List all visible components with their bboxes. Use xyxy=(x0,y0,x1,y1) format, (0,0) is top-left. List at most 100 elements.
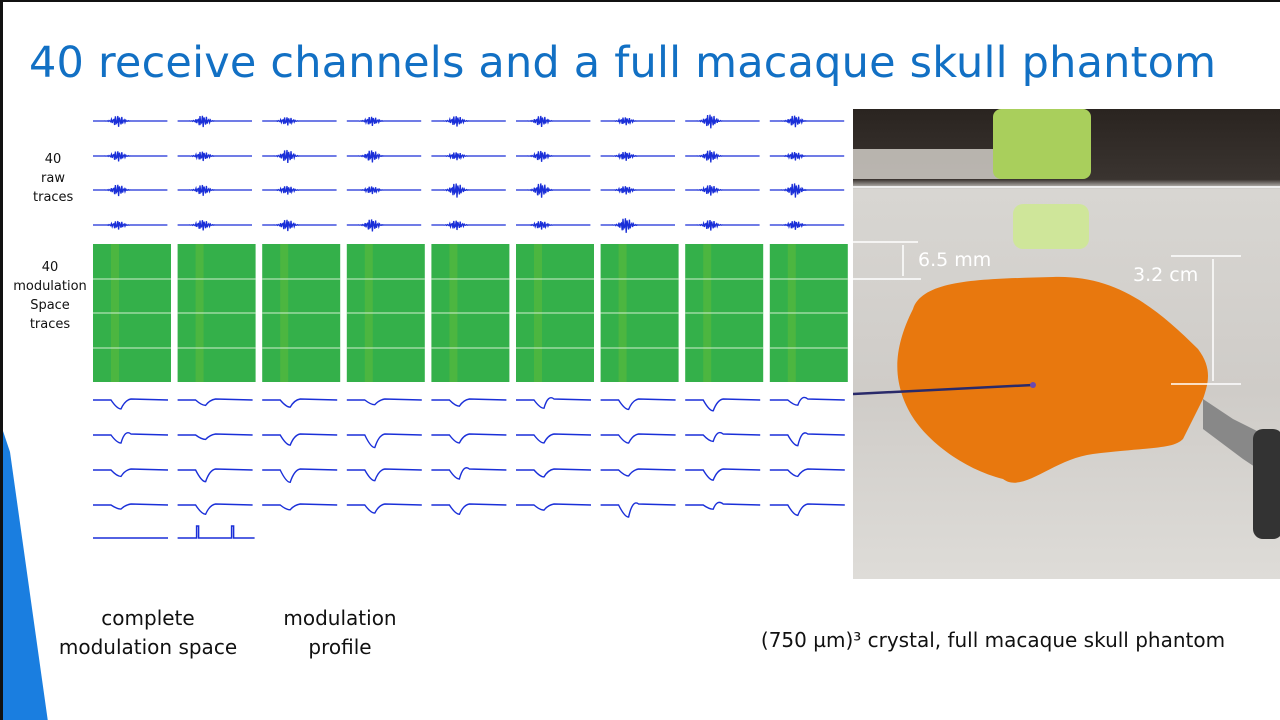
transducer-reflection xyxy=(1013,204,1089,249)
complete-modulation-caption: complete modulation space xyxy=(43,604,253,662)
profile-trace xyxy=(769,396,845,406)
profile-trace xyxy=(262,398,338,408)
caption-line: complete xyxy=(101,606,195,630)
profile-trace xyxy=(516,503,592,511)
raw-trace xyxy=(93,184,168,197)
raw-trace xyxy=(93,115,168,127)
caption-line: modulation space xyxy=(58,635,238,659)
raw-trace xyxy=(600,117,675,126)
raw-trace xyxy=(600,218,675,233)
raw-trace xyxy=(177,115,252,128)
raw-trace xyxy=(177,220,252,231)
profile-trace xyxy=(685,398,761,412)
raw-trace xyxy=(177,151,252,162)
profile-trace xyxy=(685,468,761,481)
profile-trace xyxy=(93,432,169,444)
raw-trace xyxy=(769,115,845,128)
profile-trace xyxy=(431,503,507,515)
modulation-profile-caption: modulation profile xyxy=(265,604,415,662)
label-line: modulation xyxy=(13,279,87,294)
profile-trace xyxy=(600,502,676,518)
raw-trace xyxy=(346,219,422,232)
profile-trace xyxy=(93,468,169,478)
profile-trace xyxy=(769,503,845,517)
profile-trace xyxy=(93,503,169,510)
raw-trace xyxy=(93,220,168,230)
raw-trace xyxy=(685,185,760,196)
profile-trace xyxy=(93,398,169,410)
profile-trace xyxy=(346,503,422,514)
raw-trace xyxy=(769,183,845,198)
raw-trace xyxy=(346,186,422,195)
height-label: 3.2 cm xyxy=(1133,264,1198,286)
transducer xyxy=(993,109,1091,179)
profile-trace xyxy=(600,433,676,444)
raw-trace xyxy=(769,220,845,230)
profile-trace xyxy=(177,433,253,441)
profile-trace xyxy=(600,398,676,411)
photo-caption: (750 µm)³ crystal, full macaque skull ph… xyxy=(760,628,1226,652)
profile-trace xyxy=(516,397,592,409)
slide-title: 40 receive channels and a full macaque s… xyxy=(29,38,1217,88)
raw-trace xyxy=(516,150,591,162)
skull-phantom-photo: 6.5 mm 3.2 cm xyxy=(853,109,1280,579)
trace-grid xyxy=(93,114,848,539)
label-line: traces xyxy=(29,317,71,332)
profile-trace xyxy=(346,433,422,449)
profile-trace xyxy=(685,431,761,443)
raw-traces-label: 40 raw traces xyxy=(33,150,73,207)
raw-trace xyxy=(93,151,168,162)
label-line: Space xyxy=(30,298,70,313)
pulse-trace xyxy=(177,525,255,539)
profile-trace xyxy=(346,398,422,406)
label-line: 40 xyxy=(44,152,62,167)
caption-line: modulation xyxy=(283,606,397,630)
label-line: traces xyxy=(33,190,74,205)
raw-trace xyxy=(685,220,760,231)
raw-trace xyxy=(600,151,675,161)
raw-trace xyxy=(516,183,591,198)
raw-trace xyxy=(262,185,337,195)
slide: 40 receive channels and a full macaque s… xyxy=(3,2,1280,720)
profile-trace xyxy=(431,398,507,407)
profile-trace xyxy=(516,433,592,444)
profile-trace xyxy=(262,433,338,446)
raw-trace xyxy=(769,151,845,161)
needle xyxy=(853,383,1034,396)
label-line: raw xyxy=(41,171,65,186)
raw-trace xyxy=(346,150,422,163)
caption-line: profile xyxy=(308,635,372,659)
raw-trace xyxy=(600,186,675,195)
raw-trace xyxy=(685,150,760,163)
raw-trace xyxy=(262,219,337,232)
profile-trace xyxy=(346,468,422,482)
raw-trace xyxy=(177,184,252,196)
profile-trace xyxy=(516,468,592,478)
profile-trace xyxy=(262,503,338,511)
raw-trace xyxy=(262,117,337,126)
profile-trace xyxy=(431,433,507,444)
profile-trace xyxy=(177,468,253,483)
profile-trace xyxy=(262,468,338,484)
raw-trace xyxy=(431,183,506,198)
raw-trace xyxy=(431,116,506,127)
profile-trace xyxy=(177,503,253,515)
modulation-traces-label: 40 modulation Space traces xyxy=(7,258,93,334)
raw-trace xyxy=(516,220,591,230)
raw-trace xyxy=(262,149,337,164)
raw-trace xyxy=(346,116,422,126)
raw-trace xyxy=(685,114,760,129)
depth-label: 6.5 mm xyxy=(918,249,991,271)
profile-trace xyxy=(177,398,253,407)
profile-trace xyxy=(600,468,676,477)
profile-trace xyxy=(769,468,845,478)
skull-phantom xyxy=(897,276,1208,483)
profile-trace xyxy=(685,501,761,510)
label-line: 40 xyxy=(41,260,59,275)
raw-trace xyxy=(431,152,506,161)
profile-trace xyxy=(431,467,507,480)
accent-shape xyxy=(3,431,48,720)
raw-trace xyxy=(516,115,591,127)
raw-trace xyxy=(431,220,506,231)
profile-trace xyxy=(769,432,845,447)
